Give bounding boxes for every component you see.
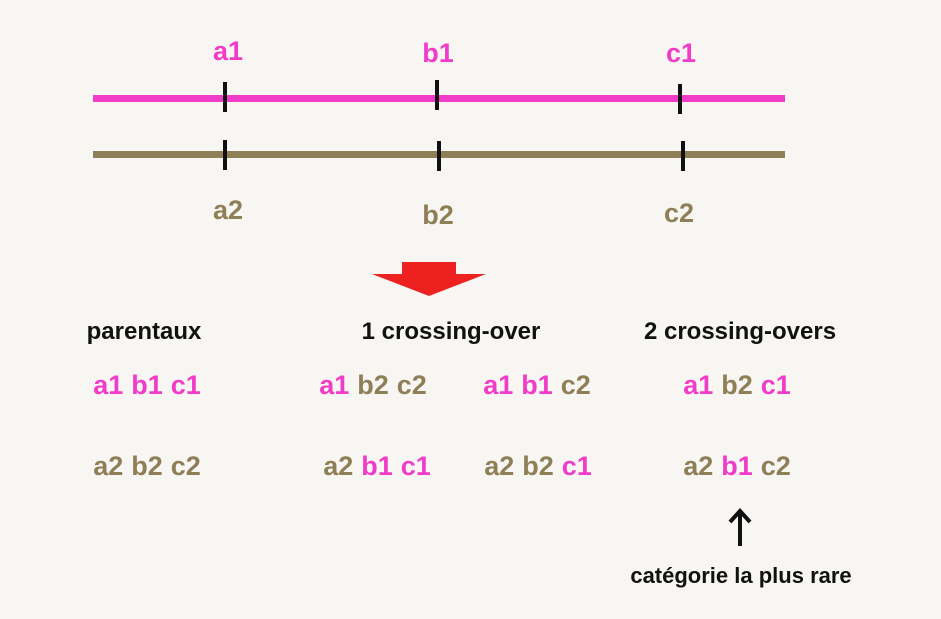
allele-b1: b1 bbox=[721, 451, 753, 481]
chromosome-1-line bbox=[93, 95, 785, 102]
allele-b2: b2 bbox=[131, 451, 163, 481]
allele-c2: c2 bbox=[396, 370, 427, 400]
rarest-category-note: catégorie la plus rare bbox=[630, 563, 852, 588]
locus-a2-tick bbox=[223, 140, 227, 170]
allele-b1: b1 bbox=[361, 451, 393, 481]
allele-c1: c1 bbox=[400, 451, 431, 481]
allele-b2: b2 bbox=[721, 370, 753, 400]
locus-a1-tick bbox=[223, 82, 227, 112]
allele-c2: c2 bbox=[170, 451, 201, 481]
allele-a2: a2 bbox=[484, 451, 515, 481]
locus-b1-tick bbox=[435, 80, 439, 110]
down-arrow-icon bbox=[372, 262, 486, 296]
locus-c2-label: c2 bbox=[663, 198, 695, 228]
allele-b1: b1 bbox=[131, 370, 163, 400]
category-single-crossover: 1 crossing-over bbox=[361, 318, 541, 345]
allele-a1: a1 bbox=[93, 370, 124, 400]
allele-a2: a2 bbox=[93, 451, 124, 481]
locus-c1-label: c1 bbox=[665, 38, 697, 68]
category-parental: parentaux bbox=[86, 318, 202, 345]
up-arrow-icon bbox=[728, 508, 752, 546]
locus-b2-label: b2 bbox=[422, 200, 454, 230]
allele-b1: b1 bbox=[521, 370, 553, 400]
allele-c1: c1 bbox=[760, 370, 791, 400]
allele-c2: c2 bbox=[560, 370, 591, 400]
locus-b2-tick bbox=[437, 141, 441, 171]
allele-a1: a1 bbox=[483, 370, 514, 400]
allele-a1: a1 bbox=[319, 370, 350, 400]
allele-a2: a2 bbox=[323, 451, 354, 481]
allele-a2: a2 bbox=[683, 451, 714, 481]
locus-c1-tick bbox=[678, 84, 682, 114]
locus-a2-label: a2 bbox=[212, 195, 244, 225]
allele-b2: b2 bbox=[522, 451, 554, 481]
locus-a1-label: a1 bbox=[212, 36, 244, 66]
locus-b1-label: b1 bbox=[422, 38, 454, 68]
allele-c2: c2 bbox=[760, 451, 791, 481]
allele-c1: c1 bbox=[170, 370, 201, 400]
locus-c2-tick bbox=[681, 141, 685, 171]
category-double-crossover: 2 crossing-overs bbox=[643, 318, 837, 345]
allele-b2: b2 bbox=[357, 370, 389, 400]
allele-a1: a1 bbox=[683, 370, 714, 400]
allele-c1: c1 bbox=[561, 451, 592, 481]
